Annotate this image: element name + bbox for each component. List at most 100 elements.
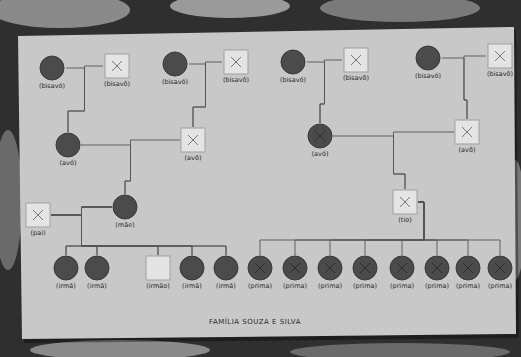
male-square: (avô): [454, 119, 480, 154]
person-symbol: [180, 127, 206, 153]
fabric-pattern: [320, 0, 480, 22]
person-label: (prima): [282, 283, 308, 290]
family-line: [418, 202, 500, 255]
deceased-mark: [495, 51, 505, 61]
female-circle: (bisavó): [414, 45, 442, 80]
family-line: [82, 207, 113, 255]
circle-shape: [85, 256, 109, 280]
person-label: (prima): [424, 283, 450, 290]
female-circle: (irmã): [53, 255, 79, 290]
person-symbol: [424, 255, 450, 281]
circle-shape: [425, 256, 449, 280]
female-circle: (irmã): [213, 255, 239, 290]
female-circle: (mãe): [112, 194, 138, 229]
family-line: [418, 202, 468, 255]
family-line: [82, 207, 193, 255]
square-shape: [455, 120, 479, 144]
circle-shape: [248, 256, 272, 280]
circle-shape: [180, 256, 204, 280]
circle-shape: [283, 256, 307, 280]
person-label: (prima): [352, 283, 378, 290]
person-symbol: [162, 51, 188, 77]
person-label: (bisavô): [222, 77, 250, 84]
female-circle: (avó): [55, 132, 81, 167]
circle-shape: [318, 256, 342, 280]
deceased-mark: [351, 55, 361, 65]
deceased-mark: [255, 263, 265, 273]
female-circle: (prima): [247, 255, 273, 290]
person-label: (avó): [59, 160, 78, 167]
family-line: [66, 207, 112, 255]
male-square: (avô): [180, 127, 206, 162]
square-shape: [488, 44, 512, 68]
person-label: (avó): [311, 151, 330, 158]
person-label: (irmã): [55, 283, 77, 290]
male-square: (pai): [25, 202, 51, 237]
person-symbol: [455, 255, 481, 281]
female-circle: (bisavó): [279, 49, 307, 84]
family-line: [418, 202, 437, 255]
circle-shape: [456, 256, 480, 280]
fabric-pattern: [170, 0, 290, 18]
person-label: (mãe): [114, 222, 135, 229]
female-circle: (irmã): [84, 255, 110, 290]
person-symbol: [317, 255, 343, 281]
family-line: [193, 62, 222, 127]
circle-shape: [390, 256, 414, 280]
square-shape: [224, 50, 248, 74]
female-circle: (avó): [307, 123, 333, 158]
person-label: (prima): [487, 283, 513, 290]
family-line: [51, 215, 192, 255]
female-circle: (prima): [317, 255, 343, 290]
male-square: (irmão): [145, 255, 171, 290]
family-line: [307, 62, 324, 123]
square-shape: [181, 128, 205, 152]
person-symbol: [213, 255, 239, 281]
person-symbol: [223, 49, 249, 75]
chart-title: FAMÍLIA SOUZA E SILVA: [209, 318, 301, 326]
female-circle: (prima): [455, 255, 481, 290]
circle-shape: [56, 133, 80, 157]
female-circle: (irmã): [179, 255, 205, 290]
person-label: (irmã): [215, 283, 237, 290]
male-square: (bisavô): [342, 47, 370, 82]
person-label: (bisavô): [342, 75, 370, 82]
person-symbol: [145, 255, 171, 281]
female-circle: (prima): [389, 255, 415, 290]
fabric-pattern: [0, 130, 22, 270]
deceased-mark: [231, 57, 241, 67]
person-symbol: [104, 53, 130, 79]
female-circle: (prima): [352, 255, 378, 290]
person-symbol: [280, 49, 306, 75]
family-line: [442, 58, 467, 119]
deceased-mark: [463, 263, 473, 273]
male-square: (bisavô): [486, 43, 514, 78]
person-symbol: [247, 255, 273, 281]
deceased-mark: [462, 127, 472, 137]
person-label: (bisavó): [279, 77, 307, 84]
square-shape: [105, 54, 129, 78]
fabric-pattern: [0, 0, 130, 28]
family-line: [320, 60, 342, 123]
circle-shape: [40, 56, 64, 80]
person-label: (bisavó): [161, 79, 189, 86]
person-symbol: [55, 132, 81, 158]
family-line: [81, 145, 131, 194]
person-label: (tio): [397, 217, 412, 224]
family-line: [68, 66, 103, 132]
female-circle: (bisavó): [161, 51, 189, 86]
male-square: (bisavô): [103, 53, 131, 88]
female-circle: (prima): [424, 255, 450, 290]
person-label: (bisavô): [103, 81, 131, 88]
deceased-mark: [400, 197, 410, 207]
circle-shape: [488, 256, 512, 280]
deceased-mark: [397, 263, 407, 273]
square-shape: [344, 48, 368, 72]
family-line: [51, 215, 158, 255]
deceased-mark: [188, 135, 198, 145]
person-symbol: [282, 255, 308, 281]
circle-shape: [214, 256, 238, 280]
deceased-mark: [315, 131, 325, 141]
